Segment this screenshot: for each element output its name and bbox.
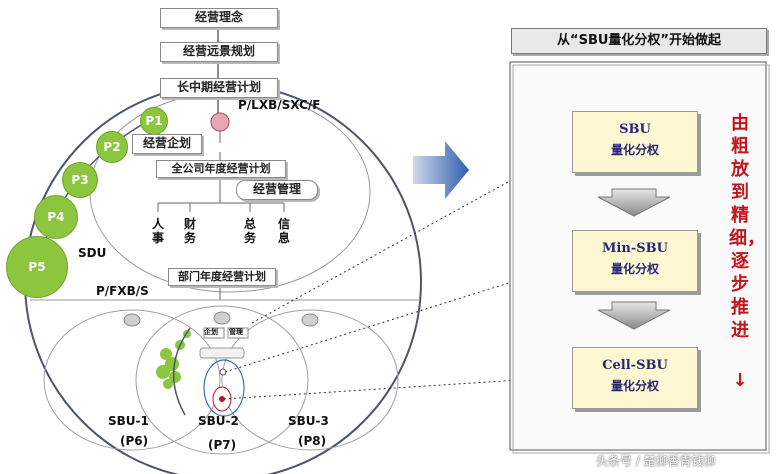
- center-label: P/LXB/SXC/F: [238, 98, 321, 112]
- sbu-box: SBU 量化分权: [572, 111, 698, 173]
- sbu3-code: (P8): [298, 434, 327, 448]
- function-hr: 人事: [151, 217, 164, 245]
- upper-oval: [89, 91, 371, 293]
- min-sbu-box-line1: Min-SBU: [602, 241, 668, 256]
- progression-arrow-icon: ↓: [732, 370, 748, 391]
- down-arrow-1: [597, 188, 671, 217]
- management-box: 经营管理: [236, 180, 318, 200]
- annual-plan-box: 全公司年度经营计划: [156, 160, 286, 178]
- sbu1-code: (P6): [120, 434, 149, 448]
- p5-circle: P5: [6, 236, 68, 298]
- inner-label-plan: 企划: [204, 328, 218, 336]
- min-sbu-box-line2: 量化分权: [610, 262, 659, 276]
- sbu-box-line1: SBU: [619, 122, 651, 137]
- sbu1-label: SBU-1: [108, 414, 149, 428]
- sbu2-label: SBU-2: [198, 414, 239, 428]
- right-panel-title: 从“SBU量化分权”开始做起: [511, 28, 767, 54]
- min-sbu-oval: [203, 359, 245, 417]
- watermark: 头条号 / 楚柳香青钱柳: [596, 454, 716, 468]
- sbu-box-line2: 量化分权: [610, 143, 659, 157]
- function-info: 信息: [277, 217, 290, 245]
- progression-vertical-text: 由粗放到精细，逐步推进: [729, 113, 765, 341]
- long-mid-plan-box: 长中期经营计划: [160, 78, 278, 98]
- down-arrow-2: [597, 301, 671, 330]
- fxb-label: P/FXB/S: [96, 284, 149, 298]
- min-sbu-box: Min-SBU 量化分权: [572, 230, 698, 292]
- business-philosophy-box: 经营理念: [160, 8, 278, 28]
- sbu2-oval: [135, 305, 309, 455]
- planning-box: 经营企划: [132, 134, 202, 154]
- sbu1-oval: [43, 309, 221, 451]
- sbu3-label: SBU-3: [288, 414, 329, 428]
- inner-label-manage: 管理: [229, 328, 243, 336]
- cell-sbu-box-line2: 量化分权: [610, 379, 659, 393]
- cell-sbu-box-line1: Cell-SBU: [602, 358, 668, 373]
- p3-circle: P3: [62, 162, 98, 198]
- sbu3-oval: [221, 309, 399, 451]
- dept-plan-box: 部门年度经营计划: [168, 268, 276, 286]
- sbu2-code: (P7): [208, 438, 237, 452]
- vision-plan-box: 经营远景规划: [160, 42, 278, 62]
- p2-circle: P2: [96, 131, 128, 163]
- p4-circle: P4: [34, 195, 78, 239]
- p1-circle: P1: [140, 107, 168, 135]
- top-node: [210, 112, 230, 132]
- cell-sbu-box: Cell-SBU 量化分权: [572, 347, 698, 409]
- function-general: 总务: [243, 217, 256, 245]
- function-finance: 财务: [183, 217, 196, 245]
- sdu-label: SDU: [78, 246, 107, 260]
- transition-arrow: [413, 141, 469, 199]
